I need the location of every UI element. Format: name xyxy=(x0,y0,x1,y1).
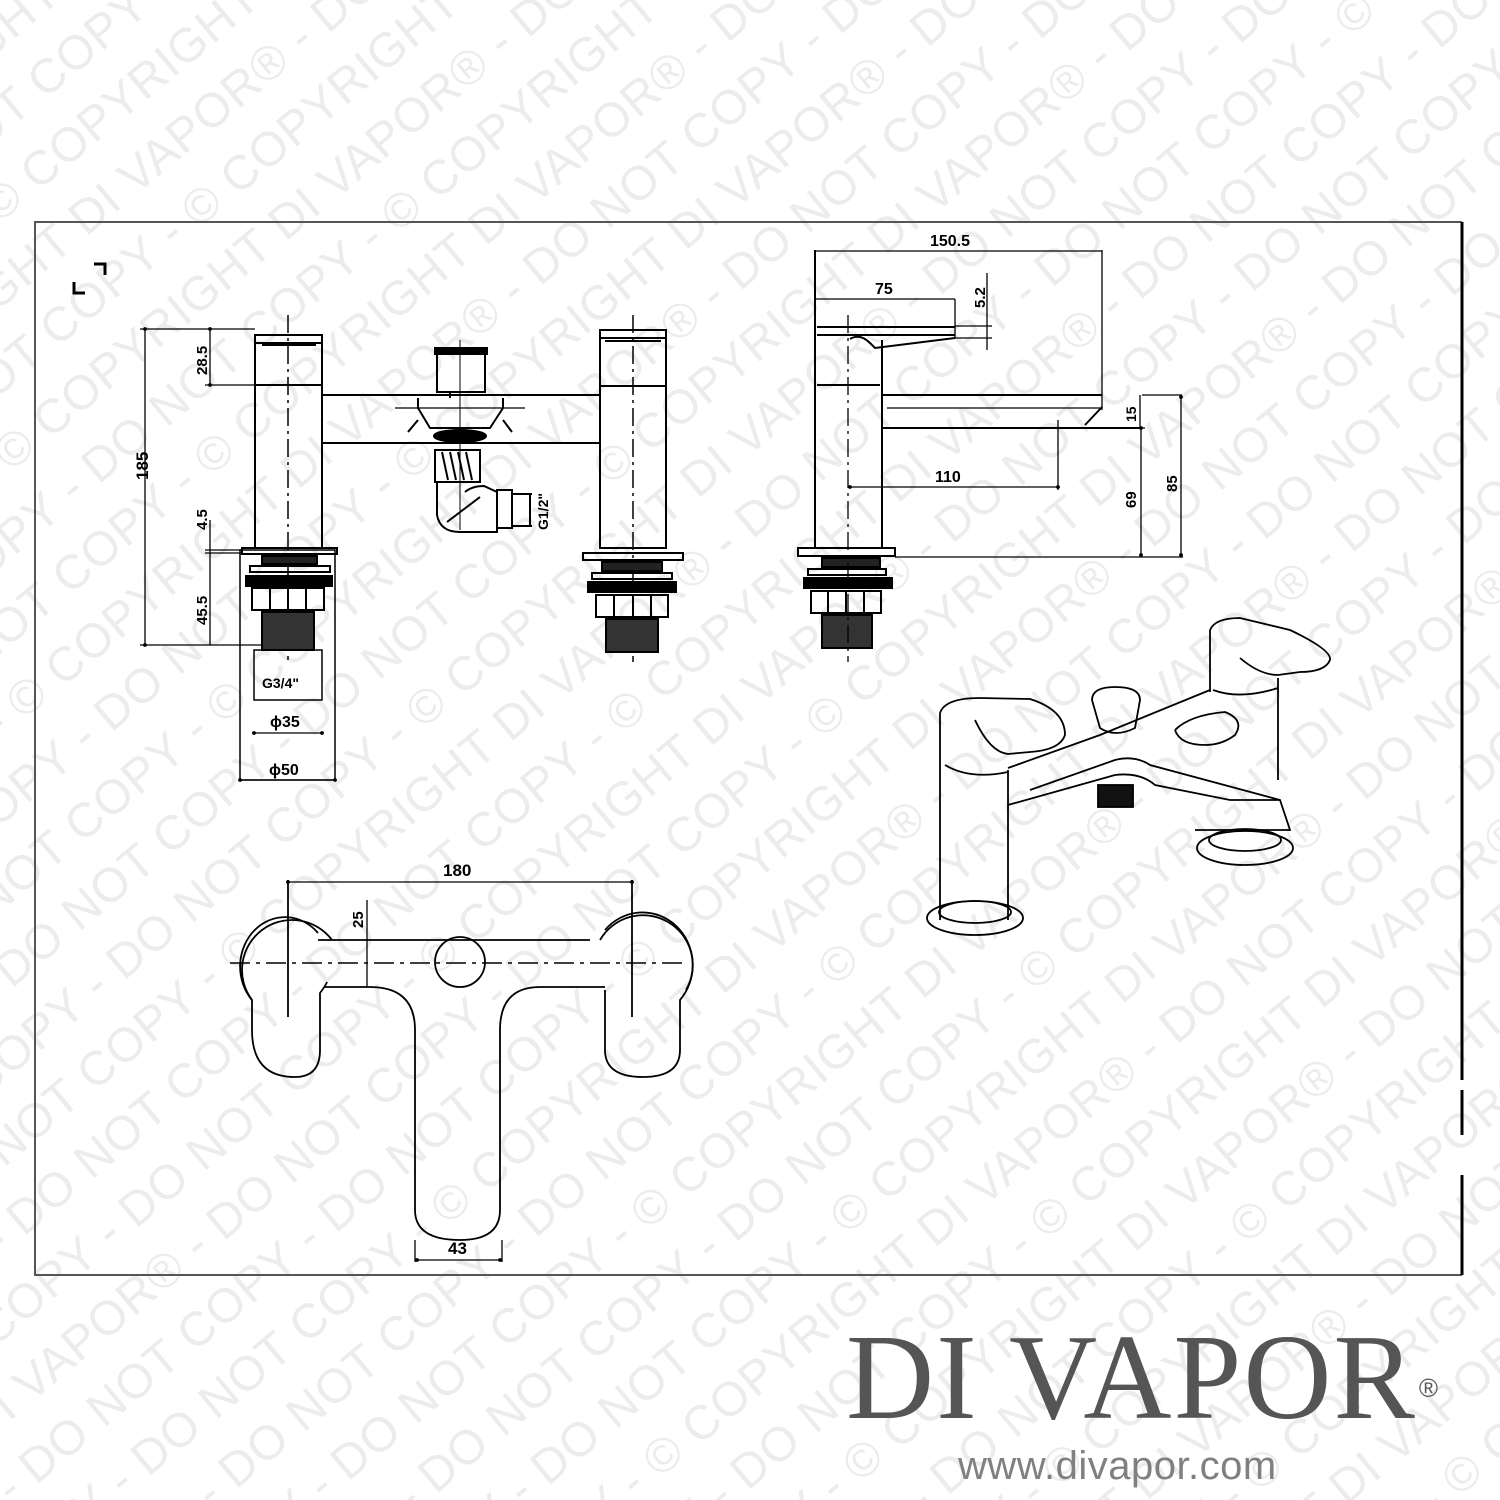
dim-below-deck: 45.5 xyxy=(194,596,211,625)
side-view xyxy=(797,250,1142,662)
brand-logo: DI VAPOR® www.divapor.com xyxy=(846,1317,1486,1489)
dim-handle-height: 28.5 xyxy=(194,346,211,375)
dim-handle-offset-top: 25 xyxy=(350,911,367,928)
top-view-dimensions xyxy=(286,880,634,1262)
dim-base-thickness: 4.5 xyxy=(194,509,211,530)
front-view xyxy=(239,315,684,781)
dim-handle-reach: 75 xyxy=(875,281,893,298)
brand-url[interactable]: www.divapor.com xyxy=(958,1444,1277,1488)
brand-name: DI VAPOR® xyxy=(846,1317,1486,1439)
dim-diverter-thread: G1/2" xyxy=(535,493,551,530)
dim-thread: G3/4" xyxy=(262,675,299,691)
top-view xyxy=(230,880,694,1241)
isometric-view xyxy=(926,617,1331,936)
side-view-labels: 150.5 75 5.2 110 15 69 85 xyxy=(875,233,1181,508)
dim-spout-thickness: 15 xyxy=(1123,406,1139,422)
dim-centres: 180 xyxy=(443,861,471,880)
expand-corner-icon[interactable] xyxy=(72,262,107,295)
dim-overall-depth: 150.5 xyxy=(930,233,970,250)
dim-inner-diameter: ϕ35 xyxy=(270,714,300,731)
dim-outer-diameter: ϕ50 xyxy=(269,762,299,779)
drawing-frame xyxy=(34,221,1462,1276)
dim-spout-width: 43 xyxy=(448,1239,467,1258)
side-view-dimensions xyxy=(814,250,1183,558)
brand-name-text: DI VAPOR xyxy=(846,1310,1417,1445)
front-view-labels: 185 28.5 4.5 45.5 G3/4" ϕ35 ϕ50 G1/2" xyxy=(133,346,551,779)
top-view-labels: 180 25 43 xyxy=(350,861,471,1258)
front-view-dimensions xyxy=(140,327,337,782)
dim-spout-reach: 110 xyxy=(935,469,961,486)
registered-mark: ® xyxy=(1418,1373,1441,1403)
dim-spout-clearance: 69 xyxy=(1123,491,1140,508)
dim-spout-top-height: 85 xyxy=(1164,475,1181,492)
dim-handle-offset: 5.2 xyxy=(972,287,989,308)
dim-height-total: 185 xyxy=(133,452,152,480)
